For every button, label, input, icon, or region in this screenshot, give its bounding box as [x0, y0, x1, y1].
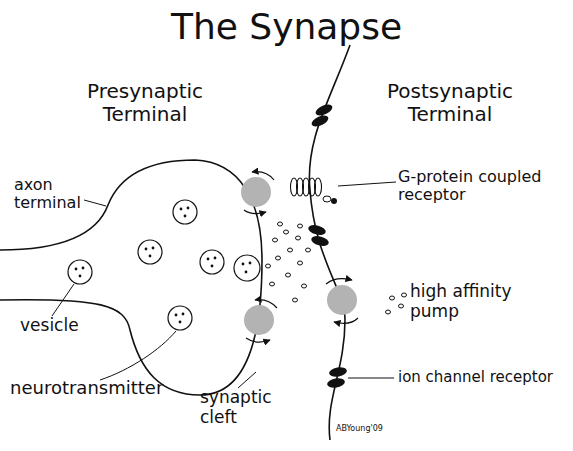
vesicle: [200, 250, 224, 274]
vesicle: [168, 306, 192, 330]
reuptake-pump: [244, 305, 274, 335]
part-label: neurotransmitter: [10, 378, 190, 399]
ion-channel: [307, 223, 327, 236]
part-label: G-protein coupled receptor: [398, 168, 563, 205]
neurotransmitter-dot: [386, 310, 391, 314]
transmitter-dot: [75, 268, 78, 271]
transmitter-dot: [180, 208, 183, 211]
reuptake-pump: [241, 177, 271, 207]
ion-channel: [310, 113, 330, 129]
leader-lines: [52, 182, 396, 388]
pump-arrow: [252, 172, 274, 180]
pump-arrow: [334, 318, 358, 323]
neurotransmitter-dot: [276, 256, 281, 260]
leader-line: [52, 284, 74, 316]
ion-channel: [310, 234, 330, 247]
neurotransmitter-dot: [399, 304, 404, 308]
transmitter-dot: [184, 215, 187, 218]
vesicle: [173, 200, 197, 224]
region-heading: Presynaptic Terminal: [70, 80, 220, 126]
transmitter-dot: [187, 207, 190, 210]
part-label: axon terminal: [14, 176, 86, 213]
part-label: synaptic cleft: [200, 388, 290, 427]
transmitter-dot: [179, 321, 182, 324]
vesicle: [138, 240, 162, 264]
fusing-vesicle: [234, 255, 260, 281]
transmitter-dot: [242, 263, 245, 266]
ion-channel: [328, 366, 347, 378]
pump-arrow: [246, 338, 270, 342]
region-heading: Postsynaptic Terminal: [365, 80, 535, 126]
transmitter-dot: [207, 258, 210, 261]
neurotransmitter-dot: [286, 273, 291, 277]
leader-line: [100, 331, 176, 380]
axon-terminal-outline: [0, 160, 262, 395]
g-protein: [323, 196, 331, 202]
diagram-title: The Synapse: [0, 6, 573, 47]
leader-line: [348, 378, 394, 379]
neurotransmitter-dot: [298, 224, 303, 228]
transmitter-dot: [211, 265, 214, 268]
neurotransmitter-dot: [306, 248, 311, 252]
transmitter-dot: [149, 255, 152, 258]
g-protein-coupled-receptor: [291, 178, 322, 196]
high-affinity-pump: [327, 285, 357, 315]
neurotransmitter-dot: [296, 236, 301, 240]
neurotransmitter-dot: [390, 296, 395, 300]
pump-arrow: [326, 279, 352, 284]
ion-channel-receptors: [307, 102, 348, 389]
part-label: vesicle: [20, 316, 100, 336]
transmitter-dot: [82, 267, 85, 270]
neurotransmitter-dot: [270, 282, 275, 286]
transmitter-dot: [145, 248, 148, 251]
vesicle: [68, 260, 92, 284]
neurotransmitter-dot: [284, 230, 289, 234]
pump-arrow: [244, 210, 266, 214]
transmitter-dot: [245, 271, 248, 274]
transmitter-dot: [182, 313, 185, 316]
vesicle-contents: [75, 207, 252, 324]
part-label: high affinity pump: [410, 282, 550, 321]
leader-line: [84, 200, 106, 206]
neurotransmitter-cloud: [266, 222, 407, 314]
transmitter-dot: [79, 275, 82, 278]
neurotransmitter-dot: [402, 293, 407, 297]
neurotransmitter-dot: [273, 238, 278, 242]
leader-line: [338, 182, 396, 186]
transmitter-dot: [175, 314, 178, 317]
neurotransmitter-dot: [293, 298, 298, 302]
transmitter-dot: [152, 247, 155, 250]
receptor-coil: [315, 178, 322, 196]
neurotransmitter-dot: [298, 261, 303, 265]
part-label: ion channel receptor: [398, 369, 573, 386]
neurotransmitter-dot: [278, 222, 283, 226]
transmitter-dot: [249, 262, 252, 265]
leader-line: [238, 372, 256, 388]
postsynaptic-membrane: [309, 45, 350, 440]
pump-arrow: [255, 300, 277, 308]
ion-channel: [326, 377, 345, 389]
neurotransmitter-dot: [266, 264, 271, 268]
g-protein: [331, 198, 337, 204]
signature: ABYoung'09: [336, 424, 426, 433]
transmitter-dot: [214, 257, 217, 260]
neurotransmitter-dot: [302, 284, 307, 288]
neurotransmitter-dot: [288, 248, 293, 252]
